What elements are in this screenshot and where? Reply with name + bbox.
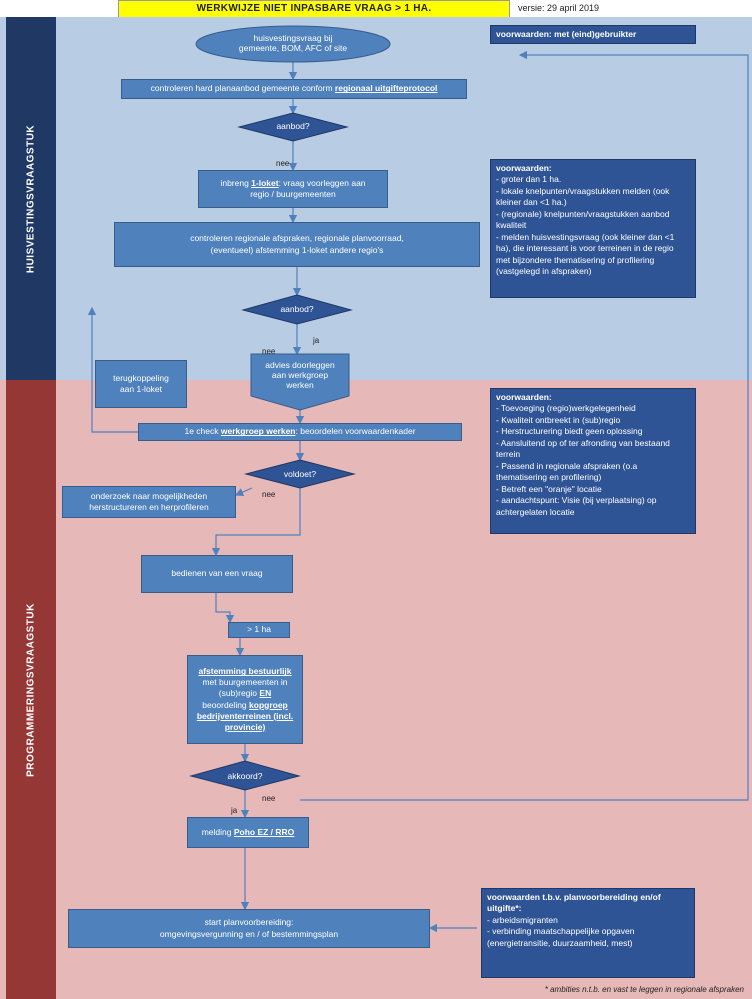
loket-link: 1-loket	[251, 177, 279, 188]
start-planning-line-1: start planvoorbereiding:	[204, 917, 294, 928]
check-hard-text: controleren hard planaanbod gemeente con…	[150, 83, 335, 94]
version-date: versie: 29 april 2019	[518, 3, 600, 13]
coordination-line-6: provincie)	[224, 721, 266, 732]
note3-item: - Toevoeging (regio)werkgelegenheid	[496, 403, 636, 414]
loket-post: : vraag voorleggen aan	[278, 177, 366, 188]
regional-line-2: (eventueel) afstemming 1-loket andere re…	[210, 244, 384, 255]
coordination-box: afstemming bestuurlijk met buurgemeenten…	[187, 655, 303, 744]
note2-item: - (regionale) knelpunten/vraagstukken aa…	[496, 208, 670, 231]
research-line-1: onderzoek naar mogelijkheden	[90, 490, 208, 501]
footnote: * ambities n.t.b. en vast te leggen in r…	[544, 985, 744, 994]
coordination-line-5: bedrijventerreinen (incl.	[196, 710, 294, 721]
note1-text: voorwaarden: met (eind)gebruikter	[496, 29, 637, 39]
edge-label-ja-2: ja	[231, 806, 238, 815]
coordination-link-1: afstemming bestuurlijk	[198, 666, 292, 677]
coordination-en-link: EN	[259, 688, 272, 699]
loket-pre: inbreng	[220, 177, 252, 188]
edge-label-nee-1: nee	[276, 159, 290, 168]
advise-line-2: aan werkgroep	[271, 370, 329, 380]
start-node: huisvestingsvraag bij gemeente, BOM, AFC…	[203, 33, 383, 53]
notification-box: melding Poho EZ / RRO	[187, 817, 309, 848]
note2-list: - groter dan 1 ha. - lokale knelpunten/v…	[496, 174, 690, 277]
first-check-box: 1e check werkgroep werken: beoordelen vo…	[138, 423, 462, 441]
note3-item: - Herstructurering biedt geen oplossing	[496, 426, 643, 437]
coordination-line-3-pre: (sub)regio	[218, 688, 260, 699]
note-conditions-end-user: voorwaarden: met (eind)gebruikter	[490, 25, 696, 44]
start-line-2: gemeente, BOM, AFC of site	[238, 43, 348, 53]
advise-line-3: werken	[286, 380, 314, 390]
housing-section-sidebar: HUISVESTINGSVRAAGSTUK	[6, 17, 56, 380]
note2-item: - melden huisvestingsvraag (ook kleiner …	[496, 231, 675, 277]
first-check-pre: 1e check	[184, 426, 221, 437]
edge-label-ja-1: ja	[313, 336, 320, 345]
decision-voldoet: voldoet?	[283, 469, 317, 479]
note-conditions-1-loket: voorwaarden: - groter dan 1 ha. - lokale…	[490, 159, 696, 298]
regional-line-1: controleren regionale afspraken, regiona…	[190, 233, 404, 244]
note3-item: - Kwaliteit ontbreekt in (sub)regio	[496, 414, 621, 425]
note2-item: - lokale knelpunten/vraagstukken melden …	[496, 185, 670, 208]
serve-request-box: bedienen van een vraag	[141, 555, 293, 593]
feedback-line-2: aan 1-loket	[119, 384, 163, 394]
note-conditions-planning: voorwaarden t.b.v. planvoorbereiding en/…	[481, 888, 695, 978]
feedback-line-1: terugkoppeling	[113, 372, 169, 383]
note4-title: voorwaarden t.b.v. planvoorbereiding en/…	[487, 892, 661, 914]
note3-list: - Toevoeging (regio)werkgelegenheid - Kw…	[496, 403, 690, 518]
greater-than-1ha-text: > 1 ha	[247, 624, 271, 635]
note3-item: - Aansluitend op of ter afronding van be…	[496, 437, 670, 460]
poho-link: Poho EZ / RRO	[233, 826, 295, 837]
note4-item: - verbinding maatschappelijke opgaven (e…	[487, 926, 635, 948]
start-planning-line-2: omgevingsvergunning en / of bestemmingsp…	[159, 928, 339, 939]
feedback-box: terugkoppeling aan 1-loket	[95, 360, 187, 408]
note3-item: - aandachtspunt: Visie (bij verplaatsing…	[496, 495, 657, 517]
coordination-kopgroep-link: kopgroep	[249, 699, 288, 710]
decision-akkoord: akkoord?	[227, 771, 263, 781]
note4-list: - arbeidsmigranten - verbinding maatscha…	[487, 915, 689, 949]
research-line-2: herstructureren en herprofileren	[89, 502, 209, 512]
check-hard-plan-box: controleren hard planaanbod gemeente con…	[121, 79, 467, 99]
regional-protocol-link: regionaal uitgifteprotocol	[334, 83, 438, 94]
note3-item: - Passend in regionale afspraken (o.a th…	[496, 460, 638, 483]
note3-item: - Betreft een "oranje" locatie	[496, 483, 602, 494]
edge-label-nee-3: nee	[262, 490, 276, 499]
coordination-line-2: met buurgemeenten in	[202, 677, 288, 688]
advise-node: advies doorleggen aan werkgroep werken	[253, 360, 347, 390]
edge-label-nee-2: nee	[262, 347, 276, 356]
loket-line-2: regio / buurgemeenten	[250, 189, 336, 199]
notification-pre: melding	[201, 826, 234, 837]
greater-than-1ha-box: > 1 ha	[228, 622, 290, 638]
advise-line-1: advies doorleggen	[265, 360, 335, 370]
note2-title: voorwaarden:	[496, 163, 552, 173]
coordination-line-4-pre: beoordeling	[202, 699, 250, 710]
serve-request-text: bedienen van een vraag	[171, 568, 263, 579]
note3-title: voorwaarden:	[496, 392, 552, 402]
working-group-link: werkgroep werken	[220, 426, 296, 437]
start-line-1: huisvestingsvraag bij	[253, 33, 333, 43]
note-conditions-check: voorwaarden: - Toevoeging (regio)werkgel…	[490, 388, 696, 534]
programming-section-sidebar: PROGRAMMERINGSVRAAGSTUK	[6, 380, 56, 999]
regional-check-box: controleren regionale afspraken, regiona…	[114, 222, 480, 267]
loket-box: inbreng 1-loket: vraag voorleggen aan re…	[198, 170, 388, 208]
note4-item: - arbeidsmigranten	[487, 914, 558, 925]
start-planning-box: start planvoorbereiding: omgevingsvergun…	[68, 909, 430, 948]
decision-aanbod-2: aanbod?	[280, 304, 314, 314]
research-box: onderzoek naar mogelijkheden herstructur…	[62, 486, 236, 518]
first-check-post: : beoordelen voorwaardenkader	[295, 426, 416, 437]
note2-item: - groter dan 1 ha.	[496, 174, 562, 185]
decision-aanbod-1: aanbod?	[276, 121, 310, 131]
edge-label-nee-4: nee	[262, 794, 276, 803]
